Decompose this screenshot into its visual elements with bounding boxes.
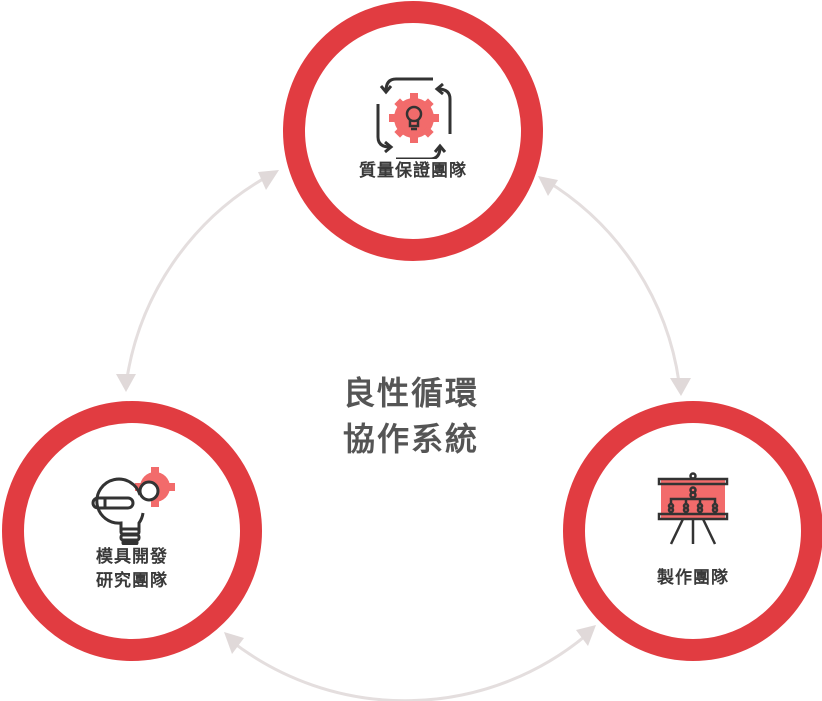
arrowhead	[224, 632, 244, 654]
org-chart-board-icon	[657, 472, 729, 545]
arc-right	[544, 178, 682, 391]
node-mold-development: 模具開發研究團隊	[2, 401, 262, 661]
arc-bottom	[229, 630, 591, 701]
arrowhead	[576, 625, 596, 646]
lightbulb-pencil-gear-icon	[91, 467, 175, 545]
node-quality-assurance: 質量保證團隊	[283, 1, 543, 261]
arc-left	[124, 173, 271, 386]
node-label: 模具開發研究團隊	[96, 547, 168, 591]
node-label: 製作團隊	[657, 568, 729, 588]
node-production: 製作團隊	[563, 401, 822, 661]
gear-lightbulb-cycle-icon	[376, 77, 452, 159]
node-label: 質量保證團隊	[359, 161, 467, 181]
arrowhead	[116, 374, 136, 392]
arrowhead	[538, 176, 558, 196]
arrowhead	[258, 170, 279, 190]
diagram-title: 良性循環 協作系統	[342, 374, 479, 458]
arrowhead	[670, 378, 691, 396]
